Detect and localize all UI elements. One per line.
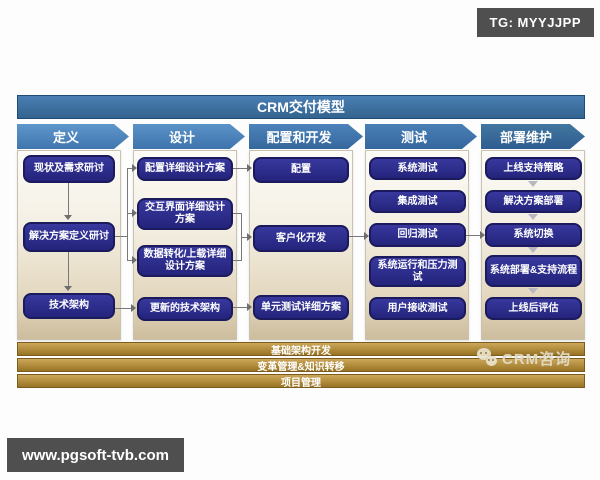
tg-watermark-badge: TG: MYYJJPP	[476, 8, 594, 37]
node-current-state-research: 现状及需求研讨	[23, 155, 115, 183]
node-config-design-plan: 配置详细设计方案	[137, 157, 233, 181]
node-tech-architecture: 技术架构	[23, 293, 115, 319]
node-post-golive-review: 上线后评估	[485, 297, 582, 320]
connector	[115, 308, 132, 309]
connector	[233, 260, 242, 261]
node-system-cutover: 系统切换	[485, 223, 582, 247]
stage-arrow-define: 定义	[17, 124, 129, 149]
crm-consulting-watermark: CRM咨询	[477, 347, 571, 369]
arrow-down-icon	[64, 286, 72, 291]
arrow-down-icon	[528, 214, 538, 220]
watermark-label: CRM咨询	[502, 350, 572, 368]
arrow-right-icon	[132, 164, 137, 172]
site-watermark-badge: www.pgsoft-tvb.com	[7, 438, 184, 472]
arrow-down-icon	[528, 181, 538, 187]
connector	[127, 260, 133, 261]
node-user-acceptance-test: 用户接收测试	[369, 297, 466, 320]
arrow-right-icon	[480, 231, 485, 239]
diagram-title: CRM交付模型	[17, 95, 585, 119]
connector	[349, 236, 365, 237]
node-integration-test: 集成测试	[369, 190, 466, 213]
arrow-down-icon	[528, 247, 538, 253]
arrow-right-icon	[132, 209, 137, 217]
connector	[233, 307, 248, 308]
connector	[233, 213, 242, 214]
band-change-management: 变革管理&知识转移	[17, 358, 585, 373]
connector	[115, 236, 127, 237]
node-deployment-support-process: 系统部署&支持流程	[485, 255, 582, 287]
node-unit-test-plan: 单元测试详细方案	[253, 295, 349, 320]
arrow-down-icon	[528, 288, 538, 294]
node-custom-development: 客户化开发	[253, 225, 349, 252]
arrow-down-icon	[64, 215, 72, 220]
stage-arrow-config-dev: 配置和开发	[249, 124, 363, 149]
connector	[466, 235, 481, 236]
wechat-bubbles-icon	[477, 347, 499, 369]
arrow-right-icon	[247, 303, 252, 311]
connector	[127, 168, 128, 261]
node-regression-test: 回归测试	[369, 223, 466, 247]
arrow-right-icon	[131, 304, 136, 312]
connector	[127, 213, 133, 214]
node-updated-architecture: 更新的技术架构	[137, 297, 233, 321]
node-solution-deployment: 解决方案部署	[485, 190, 582, 213]
arrow-right-icon	[364, 232, 369, 240]
arrow-right-icon	[247, 164, 252, 172]
connector	[233, 168, 248, 169]
node-ui-design-plan: 交互界面详细设计方案	[137, 198, 233, 230]
stage-arrow-design: 设计	[133, 124, 245, 149]
arrow-right-icon	[132, 256, 137, 264]
connector	[127, 168, 133, 169]
node-solution-definition: 解决方案定义研讨	[23, 222, 115, 252]
node-configuration: 配置	[253, 157, 349, 183]
arrow-right-icon	[247, 233, 252, 241]
stage-arrow-test: 测试	[365, 124, 477, 149]
stage-arrow-deploy-maintain: 部署维护	[481, 124, 585, 149]
band-project-management: 项目管理	[17, 374, 585, 389]
node-data-migration-design-plan: 数据转化/上载详细设计方案	[137, 245, 233, 277]
node-performance-test: 系统运行和压力测试	[369, 256, 466, 287]
connector	[68, 252, 69, 287]
band-infrastructure-development: 基础架构开发	[17, 342, 585, 357]
connector	[241, 237, 248, 238]
node-system-test: 系统测试	[369, 157, 466, 180]
node-golive-support-strategy: 上线支持策略	[485, 157, 582, 180]
crm-delivery-diagram: CRM交付模型 定义 设计 配置和开发 测试 部署维护 现状及需求研讨 解决方案…	[17, 95, 585, 390]
connector	[68, 183, 69, 216]
